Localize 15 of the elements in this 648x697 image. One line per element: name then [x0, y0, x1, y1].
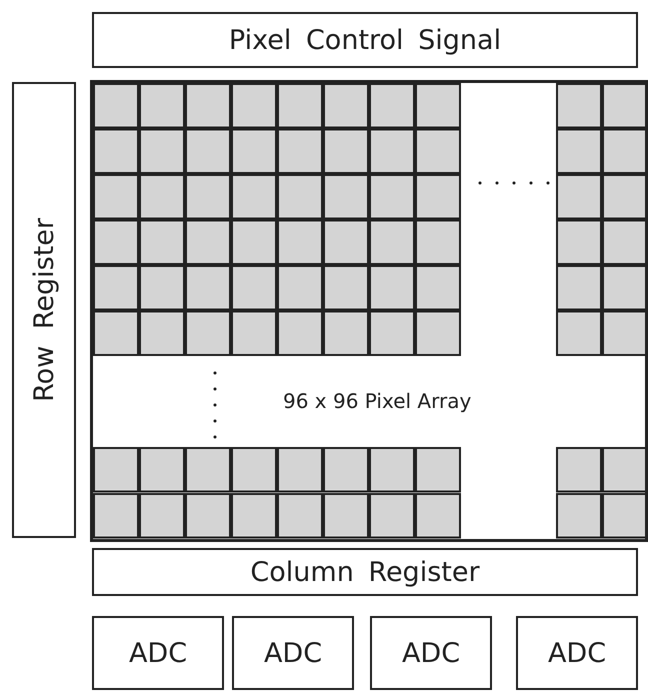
adc-block: [92, 616, 224, 690]
adc-label: ADC: [548, 638, 606, 668]
register-bar: [92, 548, 638, 596]
register-bar: [92, 12, 638, 68]
register-bar: [12, 82, 76, 538]
adc-block: [516, 616, 638, 690]
register-label: Column Register: [250, 556, 480, 588]
register-label: Pixel Control Signal: [228, 24, 502, 56]
array-label: 96 x 96 Pixel Array: [283, 389, 472, 413]
adc-block: [370, 616, 492, 690]
adc-label: ADC: [264, 638, 322, 668]
adc-label: ADC: [128, 638, 188, 668]
adc-label: ADC: [402, 638, 460, 668]
adc-block: [232, 616, 354, 690]
register-label: Row Register: [28, 218, 60, 402]
